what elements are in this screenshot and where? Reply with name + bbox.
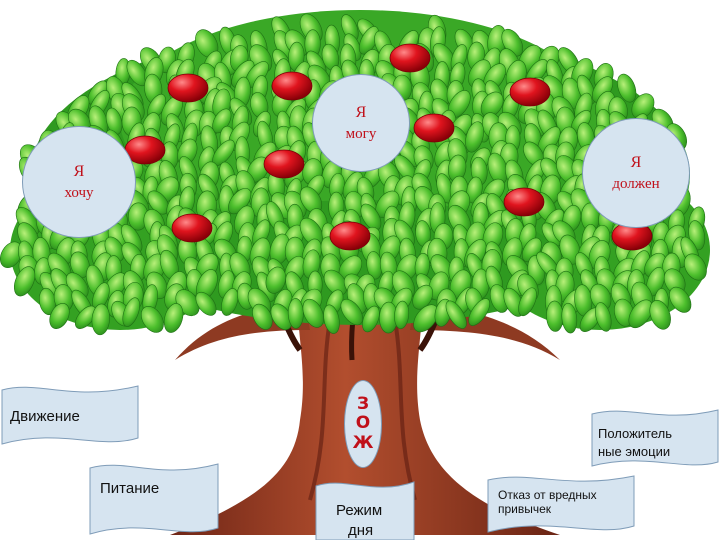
banner-shape — [315, 481, 415, 541]
banner-shape — [89, 463, 219, 535]
leaf — [147, 190, 170, 215]
leaf — [140, 306, 164, 333]
apple — [509, 77, 551, 107]
tag-daily-regime-line1: Режим — [336, 502, 383, 519]
leaf — [221, 288, 239, 316]
leaf — [412, 284, 434, 310]
leaf — [252, 303, 273, 330]
tag-positive-emotions-line2: ные эмоции — [598, 444, 671, 459]
leaf — [362, 305, 380, 333]
bubble-i-must-line2: должен — [612, 175, 660, 192]
bubble-i-want: Я хочу — [22, 126, 136, 238]
tag-nutrition-text: Питание — [100, 480, 160, 497]
leaf — [617, 73, 637, 103]
leaf — [595, 302, 612, 332]
leaf — [468, 298, 491, 326]
tag-positive-emotions: Положитель ные эмоции — [590, 404, 720, 472]
bubble-i-must: Я должен — [582, 118, 690, 228]
apple — [413, 113, 455, 143]
apple — [263, 149, 305, 179]
apple — [389, 43, 431, 73]
leaf — [323, 269, 348, 296]
banner-shape — [487, 475, 635, 533]
tag-daily-regime-line2: дня — [348, 522, 374, 539]
leaf — [360, 203, 382, 231]
leaf — [91, 303, 110, 336]
leaf — [0, 241, 23, 268]
leaf — [340, 298, 364, 326]
zozh-letter-3: Ж — [352, 432, 374, 453]
banner-shape — [1, 385, 139, 445]
leaf — [122, 297, 140, 327]
leaf — [518, 287, 537, 317]
bubble-i-can-line2: могу — [345, 125, 377, 142]
apple — [329, 221, 371, 251]
leaf — [631, 93, 655, 119]
leaf — [287, 298, 304, 329]
tag-positive-emotions-line1: Положитель — [598, 426, 673, 441]
tag-quit-bad-habits: Отказ от вредных привычек — [486, 470, 636, 538]
apple — [167, 73, 209, 103]
leaf — [445, 300, 467, 329]
leaf — [265, 266, 287, 294]
bubble-i-want-line2: хочу — [64, 184, 94, 201]
tag-movement: Движение — [0, 380, 140, 450]
tag-daily-regime: Режим дня — [314, 478, 416, 541]
leaf — [413, 304, 439, 333]
leaf — [302, 298, 325, 328]
leaf — [49, 303, 70, 329]
leaf — [75, 305, 97, 329]
leaf — [684, 253, 707, 281]
apple — [503, 187, 545, 217]
leaf — [669, 286, 692, 313]
leaf — [195, 291, 217, 316]
leaf — [323, 304, 340, 334]
tag-movement-text: Движение — [10, 408, 80, 425]
apple — [171, 213, 213, 243]
zozh-letter-2: О — [355, 413, 371, 434]
healthy-lifestyle-label: З О Ж — [344, 380, 382, 468]
leaf — [649, 299, 671, 330]
leaf — [163, 303, 184, 333]
leaf — [559, 234, 581, 265]
bubble-i-want-line1: Я — [73, 163, 85, 181]
leaf — [561, 302, 578, 334]
tag-nutrition: Питание — [88, 460, 220, 538]
tag-quit-bad-habits-line1: Отказ от вредных — [498, 488, 597, 502]
zozh-letter-1: З — [356, 393, 370, 414]
banner-shape — [591, 409, 719, 467]
leaf — [465, 121, 484, 153]
bubble-i-must-line1: Я — [630, 154, 642, 172]
leaf — [628, 299, 653, 329]
bubble-i-can-line1: Я — [355, 104, 367, 122]
leaf — [70, 251, 90, 279]
tag-quit-bad-habits-line2: привычек — [498, 502, 552, 516]
bubble-i-can: Я могу — [312, 74, 410, 172]
leaf — [394, 300, 410, 330]
leaf — [13, 266, 36, 297]
apple — [271, 71, 313, 101]
